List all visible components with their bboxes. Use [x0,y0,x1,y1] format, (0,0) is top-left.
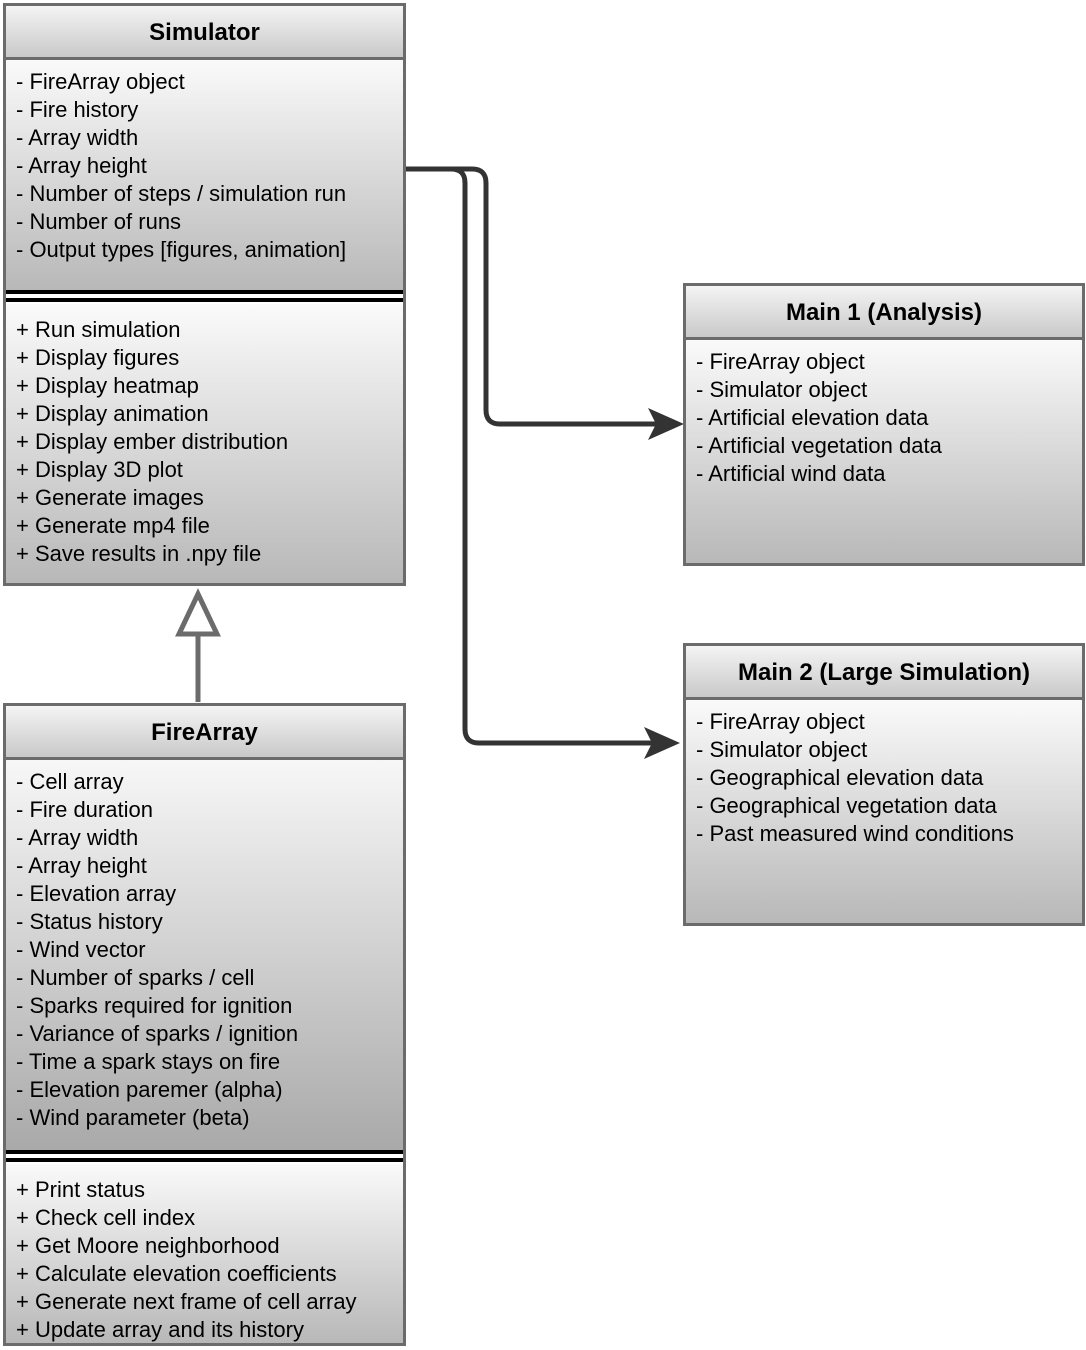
firearray-method: + Print status [16,1177,146,1202]
simulator-separator [6,290,403,294]
simulator-methods: + Run simulation + Display figures + Dis… [6,304,403,583]
simulator-method: + Display heatmap [16,373,199,398]
main2-attributes: - FireArray object - Simulator object - … [686,700,1082,923]
simulator-title: Simulator [6,6,403,60]
firearray-separator [6,1150,403,1154]
arrow-simulator-to-main2 [405,166,660,746]
simulator-class: Simulator - FireArray object - Fire hist… [3,3,406,586]
firearray-attribute: - Status history [16,909,163,934]
firearray-attribute: - Array height [16,853,147,878]
firearray-class: FireArray - Cell array - Fire duration -… [3,703,406,1346]
main2-attribute: - Past measured wind conditions [696,821,1014,846]
main1-attribute: - FireArray object [696,349,865,374]
simulator-attribute: - Output types [figures, animation] [16,237,347,262]
firearray-attribute: - Elevation paremer (alpha) [16,1077,283,1102]
firearray-methods: + Print status + Check cell index + Get … [6,1164,403,1343]
simulator-separator [6,298,403,302]
main1-attribute: - Artificial wind data [696,461,886,486]
main1-attribute: - Artificial vegetation data [696,433,942,458]
arrow-simulator-to-main1 [405,166,662,427]
arrowhead-main1 [648,408,684,440]
simulator-attributes: - FireArray object - Fire history - Arra… [6,60,403,290]
main2-title: Main 2 (Large Simulation) [686,646,1082,700]
firearray-attribute: - Cell array [16,769,124,794]
firearray-attribute: - Elevation array [16,881,177,906]
main1-title: Main 1 (Analysis) [686,286,1082,340]
main2-attribute: - Simulator object [696,737,868,762]
simulator-method: + Generate images [16,485,204,510]
arrowhead-main2 [644,727,680,759]
firearray-attribute: - Fire duration [16,797,153,822]
firearray-attribute: - Array width [16,825,139,850]
firearray-attribute: - Wind parameter (beta) [16,1105,250,1130]
simulator-attribute: - Fire history [16,97,139,122]
firearray-attribute: - Variance of sparks / ignition [16,1021,299,1046]
main2-attribute: - Geographical vegetation data [696,793,997,818]
simulator-method: + Display animation [16,401,209,426]
inheritance-arrowhead [175,588,221,637]
simulator-method: + Run simulation [16,317,181,342]
firearray-attribute: - Time a spark stays on fire [16,1049,281,1074]
main2-attribute: - Geographical elevation data [696,765,984,790]
simulator-attribute: - FireArray object [16,69,185,94]
simulator-attribute: - Number of steps / simulation run [16,181,347,206]
main1-class: Main 1 (Analysis) - FireArray object - S… [683,283,1085,566]
simulator-method: + Display 3D plot [16,457,183,482]
main2-attribute: - FireArray object [696,709,865,734]
main1-attributes: - FireArray object - Simulator object - … [686,340,1082,563]
simulator-method: + Generate mp4 file [16,513,210,538]
simulator-attribute: - Array height [16,153,147,178]
firearray-method: + Generate next frame of cell array [16,1289,357,1314]
firearray-attribute: - Sparks required for ignition [16,993,293,1018]
firearray-method: + Check cell index [16,1205,196,1230]
firearray-title: FireArray [6,706,403,760]
firearray-method: + Get Moore neighborhood [16,1233,280,1258]
firearray-method: + Update array and its history [16,1317,304,1342]
main1-attribute: - Simulator object [696,377,868,402]
firearray-attributes: - Cell array - Fire duration - Array wid… [6,760,403,1150]
firearray-method: + Calculate elevation coefficients [16,1261,337,1286]
simulator-method: + Save results in .npy file [16,541,262,566]
simulator-method: + Display ember distribution [16,429,289,454]
main2-class: Main 2 (Large Simulation) - FireArray ob… [683,643,1085,926]
firearray-attribute: - Wind vector [16,937,146,962]
main1-attribute: - Artificial elevation data [696,405,929,430]
simulator-attribute: - Array width [16,125,139,150]
firearray-separator [6,1158,403,1162]
simulator-attribute: - Number of runs [16,209,182,234]
firearray-attribute: - Number of sparks / cell [16,965,255,990]
simulator-method: + Display figures [16,345,180,370]
